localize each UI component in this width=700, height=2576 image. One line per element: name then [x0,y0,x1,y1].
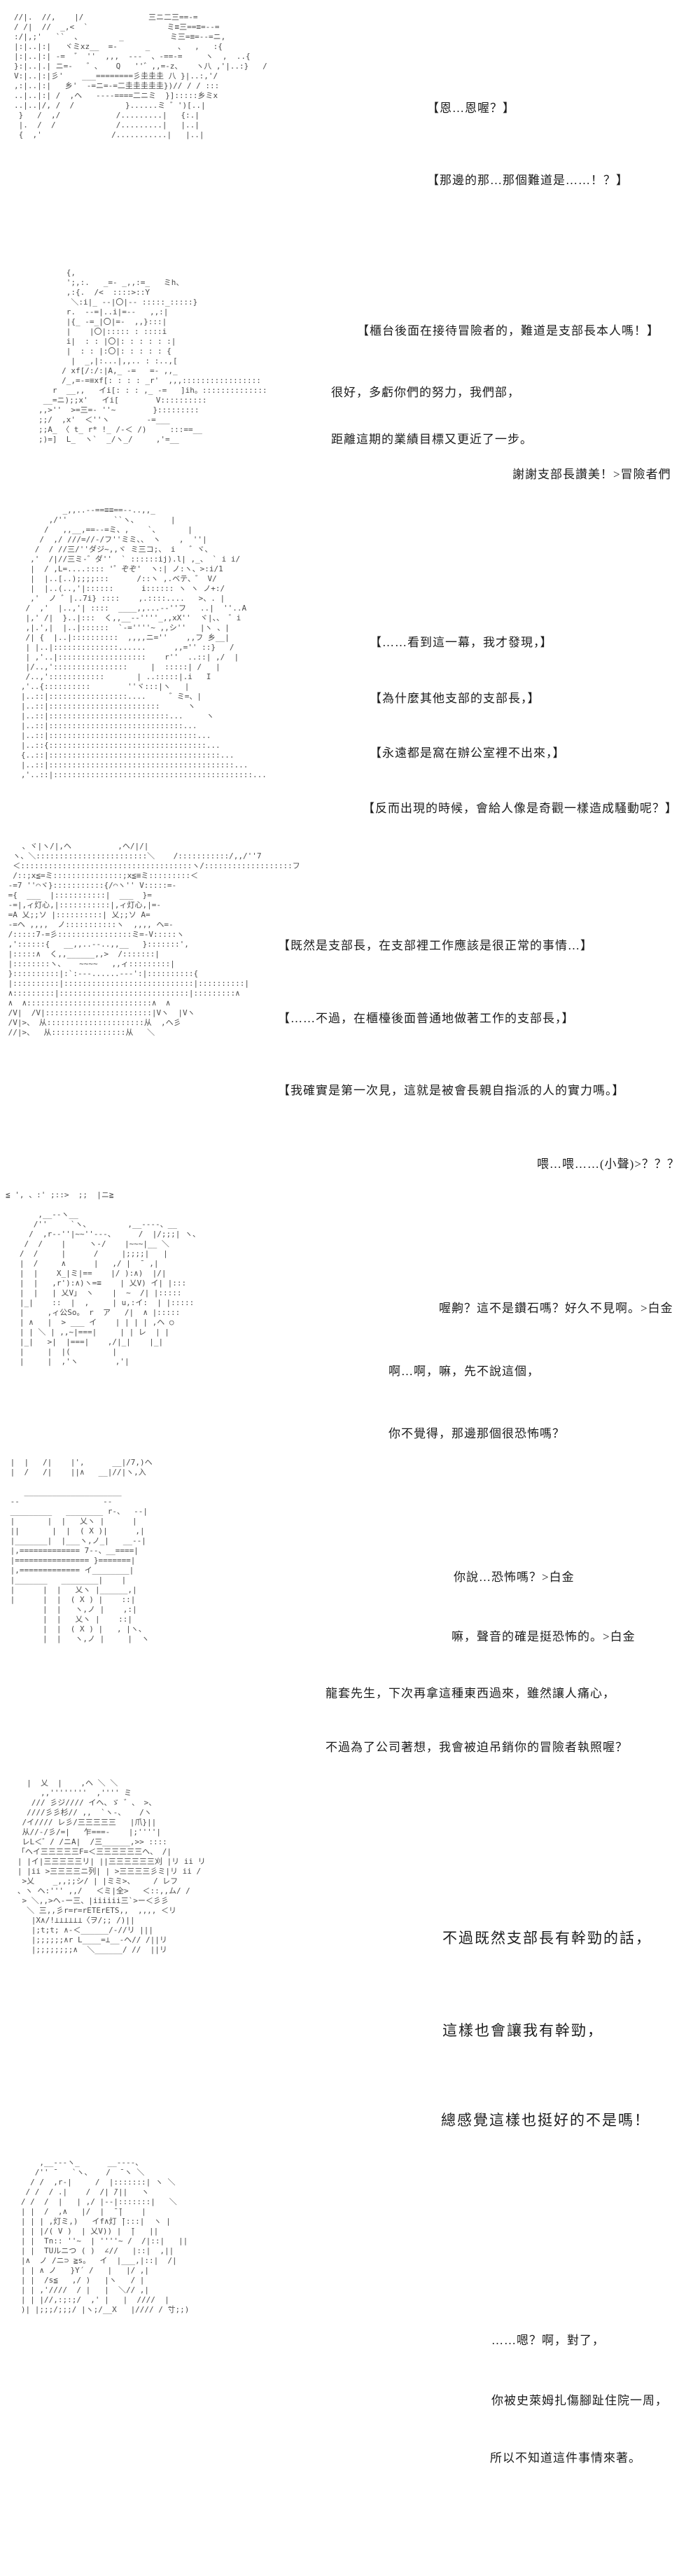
narration-line: 【我確實是第一次見，這就是被會長親自指派的人的實力嗎。】 [278,1084,625,1097]
narration-line: 【為什麼其他支部的支部長，】 [370,692,540,705]
narration-line: 【恩…恩喔？】 [427,102,515,115]
narration-line: 【……不過，在櫃檯後面普通地做著工作的支部長，】 [278,1012,575,1025]
dialogue-line: 很好，多虧你們的努力，我們部， [331,386,520,399]
dialogue-line: 你不覺得，那邊那個很恐怖嗎？ [388,1427,565,1440]
narration-line: 【櫃台後面在接待冒險者的，難道是支部長本人嗎！】 [357,324,659,337]
narration-line: 【反而出現的時候，會給人像是奇觀一樣造成騷動呢？】 [363,802,678,815]
ascii-art-1: //|. //, |/ 三ニ二三==‐= / /| // _,< ` ミ≡三==… [14,13,267,139]
dialogue-line: 距離這期的業績目標又更近了一步。 [331,433,533,446]
ascii-art-2: {, ';,:. _=‐ _,,:=_ ミh、 ,:{. /< ::::>::Y… [38,268,267,444]
dialogue-line: 啊…啊，嘛，先不說這個， [388,1365,540,1378]
dialogue-line: 你說…恐怖嗎？>白金 [454,1571,575,1584]
dialogue-line: 不過為了公司著想，我會被迫吊銷你的冒險者執照喔？ [326,1741,628,1754]
dialogue-line: ……嗯？啊，對了， [491,2334,605,2347]
ascii-art-6: | | /| |', __|/7,)ヘ | / /| ||∧ __|//|ヽ,入… [10,1458,153,1643]
dialogue-line: 總感覺這樣也挺好的不是嗎！ [441,2112,650,2129]
ascii-art-5: ≦ ', 、:' ;::> ;; |ニ≧ ,__‐‐ヽ__ /'' `ヽ、 ,_… [6,1190,201,1366]
dialogue-line: 不過既然支部長有幹勁的話， [442,1930,652,1947]
ascii-art-7: | 乂 | ,ヘ ＼ ＼ ,,'''''''' ,'''' ミ /// 彡ジ//… [17,1778,206,1954]
ascii-art-4: 、ヾ|ヽ/|,ヘ ,ヘ/|/| ヽ、＼:::::::::::::::::::::… [8,842,300,1037]
dialogue-line: 所以不知道這件事情來著。 [490,2451,641,2465]
dialogue-line: 這樣也會讓我有幹勁， [442,2022,603,2039]
ascii-art-3: _,,..--==≡≡==--..,,_ ,/'' ``ヽ、 | / ,,__,… [20,506,267,779]
narration-line: 【那邊的那…那個難道是……！？】 [427,174,629,187]
dialogue-line: 嘛，聲音的確是挺恐怖的。>白金 [451,1630,636,1643]
dialogue-line: 你被史萊姆扎傷腳趾住院一周， [491,2394,668,2407]
narration-line: 【永遠都是窩在辦公室裡不出來，】 [370,746,566,760]
dialogue-line: 喔齁？這不是鑽石嗎？好久不見啊。>白金 [439,1302,673,1315]
narration-line: 【既然是支部長，在支部裡工作應該是很正常的事情…】 [278,939,593,952]
narration-line: 【……看到這一幕，我才發現，】 [370,636,553,649]
dialogue-line: 龍套先生，下次再拿這種東西過來，雖然讓人痛心， [326,1687,615,1700]
ascii-art-8: ,__‐‐‐ヽ_ __‐‐‐‐、 /'' ̄ `ヽ、 / ̄ ヽ ＼ / / ,… [20,2158,190,2314]
dialogue-line: 喂…喂……(小聲)>？？？ [537,1157,680,1171]
dialogue-line: 謝謝支部長讚美！>冒險者們 [512,468,671,481]
